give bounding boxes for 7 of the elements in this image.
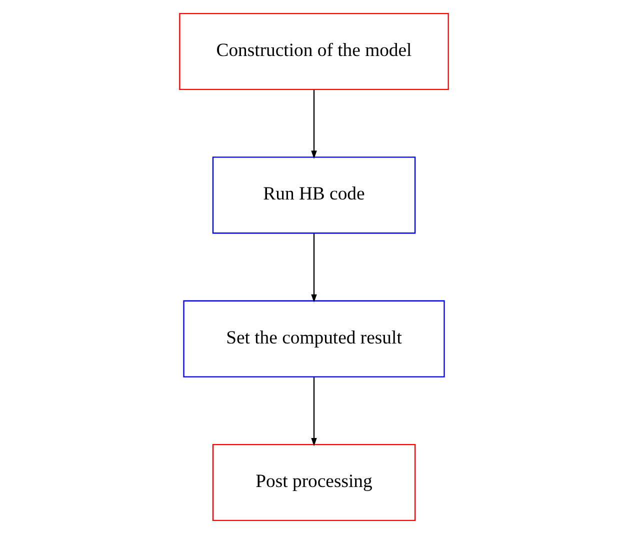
node-box: Post processing [212, 444, 416, 522]
node-box: Set the computed result [183, 300, 445, 378]
node-box: Run HB code [212, 156, 416, 234]
arrow [311, 233, 317, 303]
arrow [311, 377, 317, 446]
arrow [311, 90, 317, 159]
node-box: Construction of the model [179, 12, 449, 90]
